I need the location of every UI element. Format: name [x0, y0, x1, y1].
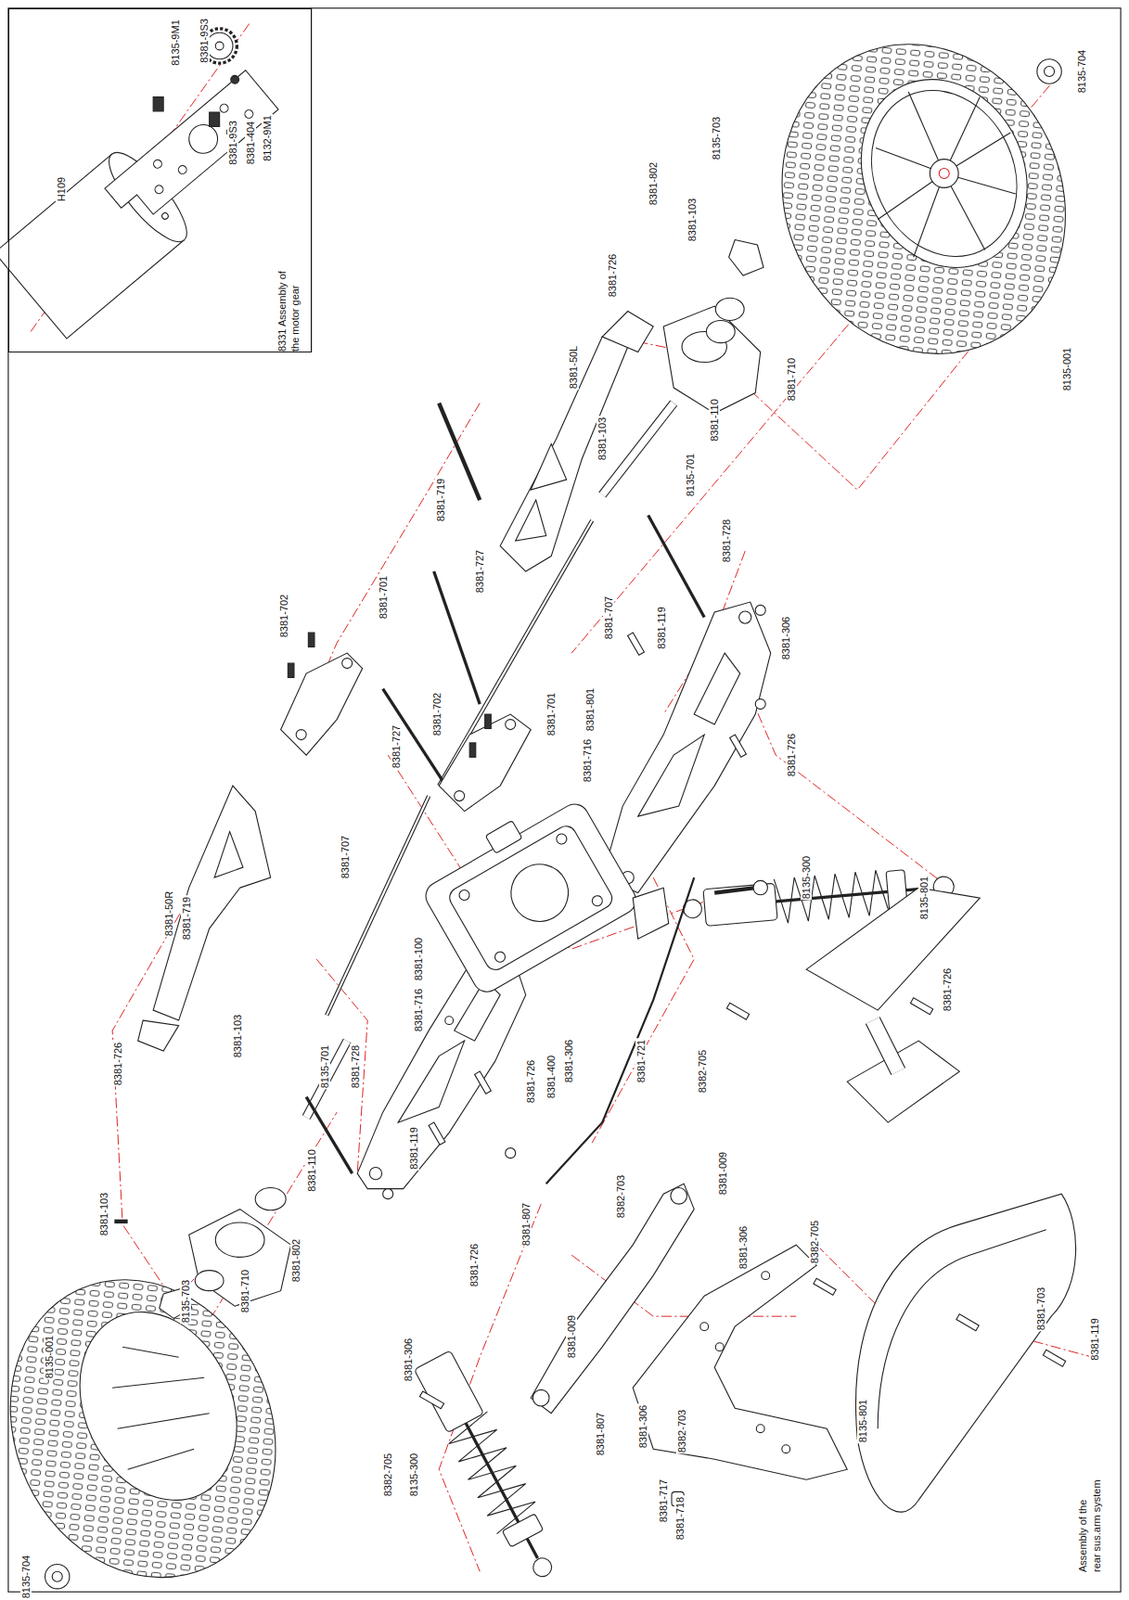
callout-number: 8381-50R [163, 890, 175, 937]
callout-number: 8135-300 [408, 1452, 420, 1499]
callout-number: 8381-726 [525, 1059, 537, 1105]
motor-inset [0, 8, 312, 353]
callout-number: 8381-716 [412, 987, 424, 1034]
screws [383, 604, 1066, 1409]
callout-number: 8381-100 [412, 936, 424, 983]
callout-number: 8381-717 [657, 1477, 669, 1524]
callout-number: 8381-119 [655, 605, 668, 651]
callout-number: 8381-716 [581, 738, 593, 784]
sway-bar [546, 877, 769, 1184]
callout-number: 8381-710 [785, 357, 797, 403]
callout-number: 8381-802 [647, 161, 659, 207]
callout-number: 8381-400 [545, 1054, 557, 1101]
callout-number: 8381-306 [402, 1336, 414, 1383]
callout-number: 8381-726 [606, 253, 618, 299]
callout-number: 8135-703 [179, 1279, 192, 1325]
callout-number: 8381-719 [180, 896, 193, 942]
callout-number: 8381-103 [596, 416, 608, 462]
callout-number: 8381-306 [637, 1404, 649, 1450]
callout-number: 8381-728 [349, 1044, 361, 1091]
callout-number: 8381-728 [720, 518, 732, 565]
gearbox [412, 785, 642, 998]
callout-number: 8381-110 [708, 398, 720, 444]
callout-number: 8135-9M1 [169, 18, 181, 67]
callout-number: 8381-807 [520, 1202, 532, 1248]
callout-number: 8135-300 [800, 855, 812, 901]
callout-number: 8381-726 [785, 732, 797, 779]
callout-number: 8135-703 [710, 115, 722, 161]
callout-number: 8382-705 [696, 1049, 708, 1095]
inset-caption: 8331 Assembly of the motor gear [275, 258, 303, 352]
caption: Assembly of the rear sus.arm system [1076, 1479, 1105, 1573]
callout-number: 8381-727 [474, 549, 486, 595]
callout-number: 8381-306 [780, 615, 792, 661]
callout-number: 8381-9S3 [198, 17, 210, 65]
callout-number: 8381-702 [431, 692, 443, 738]
callout-number: 8381-802 [290, 1238, 302, 1284]
callout-number: 8381-009 [717, 1151, 729, 1197]
callout-number: 8381-726 [468, 1243, 480, 1289]
callout-number: 8381-726 [111, 1040, 123, 1087]
callout-number: 8135-704 [19, 1554, 31, 1600]
callout-number: 8381-50L [567, 345, 579, 391]
callout-number: 8381-103 [231, 1013, 244, 1060]
callout-number: 8381-9S3 [227, 119, 239, 167]
callout-number: 8381-719 [435, 477, 447, 524]
callout-number: 8382-703 [676, 1408, 688, 1454]
arm-mount [281, 632, 532, 812]
callout-number: 8381-721 [635, 1039, 647, 1085]
callout-number: 8381-727 [390, 724, 402, 770]
callout-number: 8381-404 [244, 120, 257, 167]
callout-number: 8381-306 [737, 1224, 749, 1271]
callout-number: 8382-705 [808, 1219, 821, 1266]
callout-number: 8381-110 [306, 1148, 318, 1194]
callout-number: 8381-119 [1089, 1317, 1101, 1362]
hub-carrier [159, 240, 764, 1320]
callout-number: 8381-119 [408, 1126, 420, 1171]
upper-arm [138, 311, 655, 1053]
callout-number: 8135-701 [319, 1044, 331, 1091]
callout-number: 8382-705 [382, 1452, 394, 1499]
callout-number: 8381-703 [1035, 1285, 1047, 1332]
callout-number: 8135-801 [918, 875, 930, 922]
callout-number: 8135-701 [684, 451, 696, 498]
callout-number: 8382-703 [615, 1173, 627, 1219]
shock-tower [530, 1183, 847, 1507]
callout-number: 8381-701 [377, 574, 389, 620]
rear-bumper [806, 887, 1076, 1513]
wheel-tire [731, 0, 1116, 401]
callout-number: 8381-807 [594, 1411, 606, 1458]
callout-number: 8132-9M1 [261, 114, 273, 163]
center-lines [30, 22, 1092, 1572]
callout-number: 8381-801 [584, 687, 596, 733]
callout-number: H109 [55, 175, 67, 202]
callout-number: 8135-801 [857, 1398, 869, 1444]
callout-number: 8381-103 [98, 1192, 110, 1238]
callout-number: 8381-103 [686, 196, 698, 243]
callout-number: 8381-701 [545, 692, 557, 738]
callout-number: 8381-306 [563, 1039, 575, 1085]
callout-number: 8381-009 [565, 1314, 578, 1360]
callout-number: 8381-726 [941, 967, 953, 1014]
callout-number: 8135-704 [1076, 49, 1088, 95]
callout-number: 8381-707 [602, 594, 615, 641]
callout-number: 8381-702 [278, 592, 290, 639]
shafts-pins [114, 403, 705, 1222]
callout-number: 8135-001 [1061, 346, 1073, 393]
callout-number: 8381-707 [339, 834, 351, 881]
inset-panel: 8331 Assembly of the motor gear [8, 8, 312, 353]
callout-number: 8381-710 [239, 1269, 251, 1315]
callout-number: 8381-718 [674, 1496, 686, 1542]
callout-number: 8135-001 [43, 1334, 55, 1381]
